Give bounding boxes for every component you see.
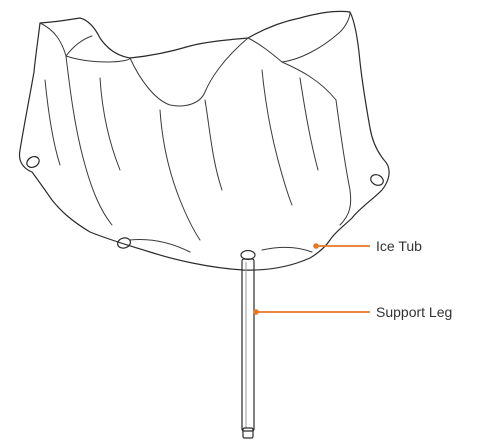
tub-drape-fold-3 <box>159 109 201 241</box>
tub-hole-bottom-left <box>116 237 132 249</box>
tub-drape-fold-1 <box>65 55 113 226</box>
tub-rim-fold-left <box>39 22 93 58</box>
tub-drape-fold-7 <box>335 99 352 226</box>
ice-tub-label: Ice Tub <box>376 238 422 254</box>
ice-tub-callout-dot <box>313 243 319 249</box>
support-leg-callout: Support Leg <box>253 304 452 320</box>
tub-hole-left <box>26 155 40 169</box>
tub-drape-fold-2 <box>99 77 121 171</box>
tub-drape-fold-8 <box>44 79 61 166</box>
tub-rim-inner-right <box>281 61 337 101</box>
support-leg-callout-dot <box>253 309 259 315</box>
support-leg-top-cap <box>240 249 256 261</box>
support-leg-illustration <box>240 249 256 439</box>
support-leg-label: Support Leg <box>376 304 452 320</box>
ice-tub-illustration <box>18 10 390 271</box>
tub-drape-fold-5 <box>261 69 293 206</box>
tub-drape-fold-6 <box>299 77 319 171</box>
tub-hem-wrinkle-2 <box>261 246 313 253</box>
support-leg-foot <box>242 427 254 439</box>
ice-tub-callout: Ice Tub <box>313 238 422 254</box>
tub-drape-fold-4 <box>204 99 223 191</box>
ice-tub-outline <box>18 10 390 271</box>
tub-rim-fold-center <box>129 37 249 107</box>
support-leg-rod <box>241 258 255 432</box>
tub-rim-fold-right <box>247 11 351 63</box>
tub-hem-wrinkle-1 <box>129 239 191 253</box>
tub-rim-fold-left-inner <box>65 55 131 63</box>
tub-hole-right <box>370 174 384 186</box>
